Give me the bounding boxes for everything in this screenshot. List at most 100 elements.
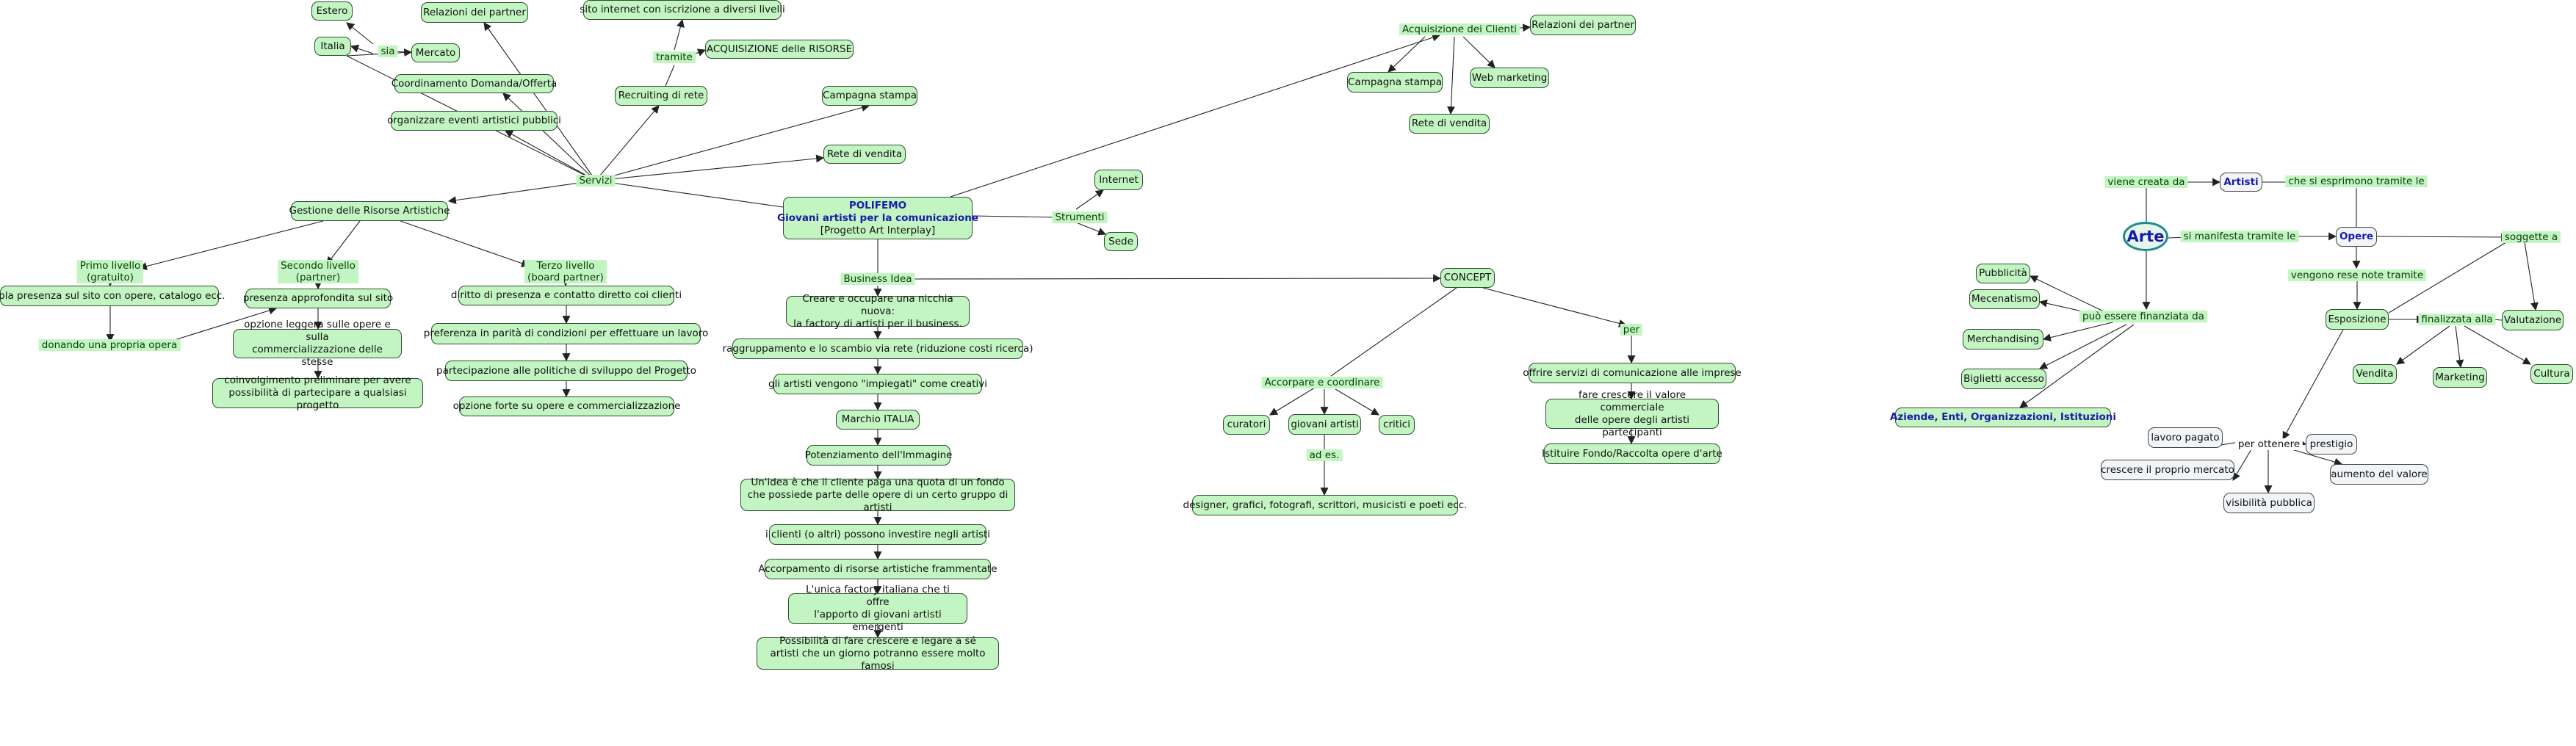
node-cultura[interactable]: Cultura — [2530, 364, 2573, 384]
node-idea-fondo[interactable]: Un'idea è che il cliente paga una quota … — [740, 477, 1015, 513]
node-presenza-approfondita[interactable]: presenza approfondita sul sito — [242, 289, 394, 308]
node-arte[interactable]: Arte — [2123, 222, 2168, 251]
connector-13 — [595, 154, 825, 181]
node-preferenza[interactable]: preferenza in parità di condizioni per e… — [424, 323, 708, 344]
node-opere[interactable]: Opere — [2336, 227, 2377, 247]
link-accorpare: Accorpare e coordinare — [1261, 377, 1383, 388]
node-acquisizione-risorse[interactable]: ACQUISIZIONE delle RISORSE — [705, 40, 854, 59]
node-preferenza-text: preferenza in parità di condizioni per e… — [423, 327, 709, 339]
link-tramite: tramite — [653, 51, 696, 63]
node-artisti[interactable]: Artisti — [2220, 173, 2262, 192]
node-istituire-text: Istituire Fondo/Raccolta opere d'arte — [1542, 447, 1722, 460]
node-coinvolgimento[interactable]: coinvolgimento preliminare per avere pos… — [212, 374, 423, 411]
node-rete-vendita[interactable]: Rete di vendita — [823, 145, 906, 164]
node-nicchia[interactable]: Creare e occupare una nicchia nuova: la … — [786, 292, 970, 330]
link-viene-creata: viene creata da — [2104, 176, 2188, 188]
node-estero[interactable]: Estero — [311, 1, 353, 21]
connector-20 — [326, 220, 361, 265]
node-critici[interactable]: critici — [1379, 415, 1415, 435]
node-esposizione[interactable]: Esposizione — [2326, 309, 2389, 330]
link-per: per — [1620, 324, 1643, 336]
node-opzione-leggera[interactable]: opzione leggera sulle opere e sulla comm… — [233, 319, 402, 368]
node-gestione[interactable]: Gestione delle Risorse Artistiche — [289, 201, 450, 221]
node-concept[interactable]: CONCEPT — [1440, 268, 1495, 288]
connector-26 — [157, 306, 278, 346]
node-acquisizione-risorse-text: ACQUISIZIONE delle RISORSE — [706, 43, 853, 55]
node-clienti-investire[interactable]: i clienti (o altri) possono investire ne… — [765, 524, 990, 545]
node-giovani-artisti-text: giovani artisti — [1291, 418, 1359, 430]
node-unica-factory[interactable]: L'unica factory italiana che ti offre l'… — [788, 584, 967, 633]
connector-6 — [502, 93, 596, 181]
node-lavoro-pagato[interactable]: lavoro pagato — [2148, 427, 2223, 448]
node-web-marketing[interactable]: Web marketing — [1470, 68, 1549, 88]
node-campagna-stampa[interactable]: Campagna stampa — [822, 86, 917, 106]
node-prestigio-text: prestigio — [2309, 438, 2353, 450]
node-impiegati[interactable]: gli artisti vengono "impiegati" come cre… — [768, 374, 987, 394]
connector-19 — [138, 220, 324, 270]
node-potenziamento[interactable]: Potenziamento dell'Immagine — [805, 445, 952, 466]
node-opzione-forte-text: opzione forte su opere e commercializzaz… — [452, 400, 681, 412]
node-mecenatismo[interactable]: Mecenatismo — [1969, 289, 2040, 309]
node-sola-presenza-text: sola presenza sul sito con opere, catalo… — [0, 289, 226, 302]
node-mercato[interactable]: Mercato — [411, 43, 460, 62]
node-opzione-forte[interactable]: opzione forte su opere e commercializzaz… — [453, 396, 680, 416]
node-accorpamento[interactable]: Accorpamento di risorse artistiche framm… — [758, 559, 997, 579]
node-italia-text: Italia — [320, 40, 345, 52]
node-visibilita-text: visibilità pubblica — [2226, 496, 2312, 509]
node-polifemo[interactable]: POLIFEMO Giovani artisti per la comunica… — [777, 197, 978, 239]
connector-45 — [1269, 387, 1316, 416]
node-visibilita[interactable]: visibilità pubblica — [2223, 493, 2315, 513]
node-raggruppamento[interactable]: raggruppamento e lo scambio via rete (ri… — [723, 338, 1033, 359]
node-partecipazione[interactable]: partecipazione alle politiche di svilupp… — [436, 361, 696, 381]
node-campagna-stampa-2[interactable]: Campagna stampa — [1347, 72, 1443, 93]
node-marketing[interactable]: Marketing — [2433, 367, 2487, 388]
center-project: [Progetto Art Interplay] — [820, 224, 936, 236]
connector-7 — [505, 130, 596, 181]
node-marchio[interactable]: Marchio ITALIA — [836, 410, 920, 430]
node-giovani-artisti[interactable]: giovani artisti — [1288, 414, 1361, 435]
connector-73 — [2039, 324, 2127, 369]
link-servizi: Servizi — [576, 175, 616, 186]
node-designer[interactable]: designer, grafici, fotografi, scrittori,… — [1183, 495, 1467, 515]
node-coordinamento[interactable]: Coordinamento Domanda/Offerta — [392, 74, 557, 93]
node-internet[interactable]: Internet — [1094, 170, 1143, 190]
node-prestigio[interactable]: prestigio — [2306, 434, 2357, 455]
node-istituire[interactable]: Istituire Fondo/Raccolta opere d'arte — [1542, 443, 1722, 464]
node-offrire[interactable]: offrire servizi di comunicazione alle im… — [1523, 363, 1742, 383]
node-crescere-mercato[interactable]: crescere il proprio mercato — [2101, 460, 2234, 480]
node-vendita[interactable]: Vendita — [2353, 364, 2397, 384]
node-accorpamento-text: Accorpamento di risorse artistiche framm… — [758, 562, 997, 575]
connector-14 — [447, 180, 596, 205]
node-biglietti[interactable]: Biglietti accesso — [1961, 369, 2046, 389]
node-italia[interactable]: Italia — [314, 37, 351, 56]
node-raggruppamento-text: raggruppamento e lo scambio via rete (ri… — [722, 342, 1033, 355]
node-presenza-approfondita-text: presenza approfondita sul sito — [242, 292, 394, 304]
link-business-idea: Business Idea — [840, 273, 915, 285]
node-relazioni-partner-2[interactable]: Relazioni dei partner — [1530, 15, 1636, 35]
node-possibilita[interactable]: Possibilità di fare crescere e legare a … — [757, 635, 999, 672]
node-opzione-leggera-text: opzione leggera sulle opere e sulla comm… — [244, 319, 391, 368]
connector-79 — [2455, 325, 2464, 369]
node-eventi[interactable]: organizzare eventi artistici pubblici — [387, 111, 561, 131]
node-sede[interactable]: Sede — [1104, 232, 1138, 251]
node-coordinamento-text: Coordinamento Domanda/Offerta — [391, 77, 558, 90]
node-estero-text: Estero — [316, 4, 348, 17]
node-recruiting[interactable]: Recruiting di rete — [615, 86, 707, 106]
node-sito-internet[interactable]: sito internet con iscrizione a diversi l… — [580, 0, 785, 20]
node-relazioni-partner-2-text: Relazioni dei partner — [1531, 18, 1634, 31]
node-curatori[interactable]: curatori — [1223, 415, 1270, 435]
connector-44 — [1330, 287, 1457, 377]
node-fare-crescere[interactable]: fare crescere il valore commerciale dell… — [1545, 389, 1719, 438]
node-sola-presenza[interactable]: sola presenza sul sito con opere, catalo… — [0, 286, 226, 306]
node-aziende[interactable]: Aziende, Enti, Organizzazioni, Istituzio… — [1890, 408, 2116, 427]
node-valutazione[interactable]: Valutazione — [2502, 310, 2564, 330]
connector-47 — [1335, 388, 1379, 416]
node-pubblicita[interactable]: Pubblicità — [1976, 264, 2030, 283]
node-rete-vendita-2[interactable]: Rete di vendita — [1409, 114, 1490, 134]
node-merchandising[interactable]: Merchandising — [1963, 329, 2043, 350]
node-aumento-valore[interactable]: aumento del valore — [2330, 464, 2428, 485]
node-nicchia-text: Creare e occupare una nicchia nuova: la … — [793, 292, 962, 330]
connector-77 — [2388, 233, 2522, 314]
node-diritto[interactable]: diritto di presenza e contatto diretto c… — [451, 286, 682, 305]
node-relazioni-partner[interactable]: Relazioni dei partner — [421, 2, 528, 23]
